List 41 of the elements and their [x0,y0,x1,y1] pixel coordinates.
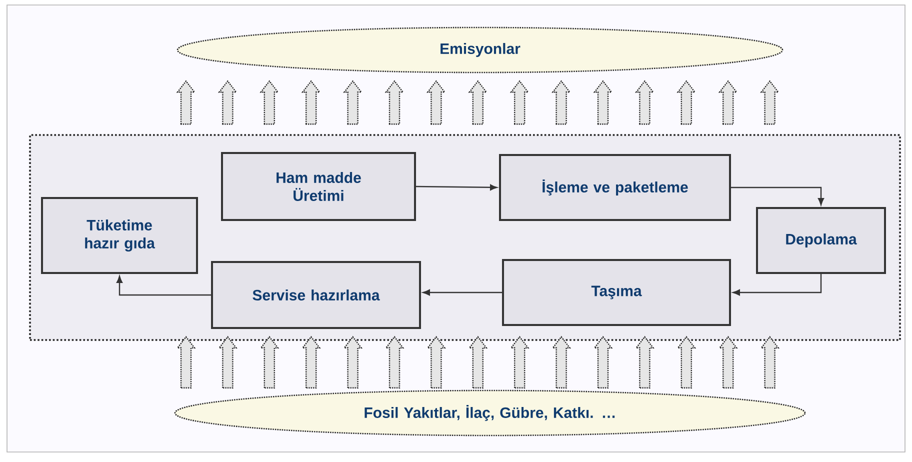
block-arrow [301,336,321,388]
block-arrow [343,336,363,388]
block-arrow [176,80,196,125]
arrow [422,289,502,296]
block-arrow [384,80,404,125]
process-box: Servise hazırlama [211,261,421,329]
process-box: Tüketime hazır gıda [41,197,198,274]
block-arrow [468,336,488,388]
block-arrow [218,336,238,388]
process-box: Taşıma [502,259,731,326]
block-arrow [760,80,780,125]
block-arrow [676,336,696,388]
process-box: Depolama [756,207,886,274]
block-arrow [718,336,738,388]
arrow [116,276,211,296]
arrow [416,184,498,190]
block-arrow [260,80,280,125]
block-arrow [301,80,321,125]
block-arrow [593,336,613,388]
block-arrow [218,80,238,125]
block-arrow [468,80,488,125]
block-arrow [343,80,363,125]
block-arrow [176,336,196,388]
arrow [732,274,822,296]
process-box: Ham madde Üretimi [221,152,416,221]
block-arrow [634,336,654,388]
block-arrow [260,336,280,388]
block-arrow [718,80,738,125]
block-arrow [634,80,654,125]
block-arrow [676,80,696,125]
block-arrow [426,80,446,125]
process-box: İşleme ve paketleme [499,154,731,221]
block-arrow [510,336,530,388]
block-arrow [552,80,572,125]
arrow [731,186,824,206]
block-arrow [760,336,780,388]
block-arrow [510,80,530,125]
block-arrow [426,336,446,388]
block-arrow [552,336,572,388]
block-arrow [384,336,404,388]
block-arrow [593,80,613,125]
